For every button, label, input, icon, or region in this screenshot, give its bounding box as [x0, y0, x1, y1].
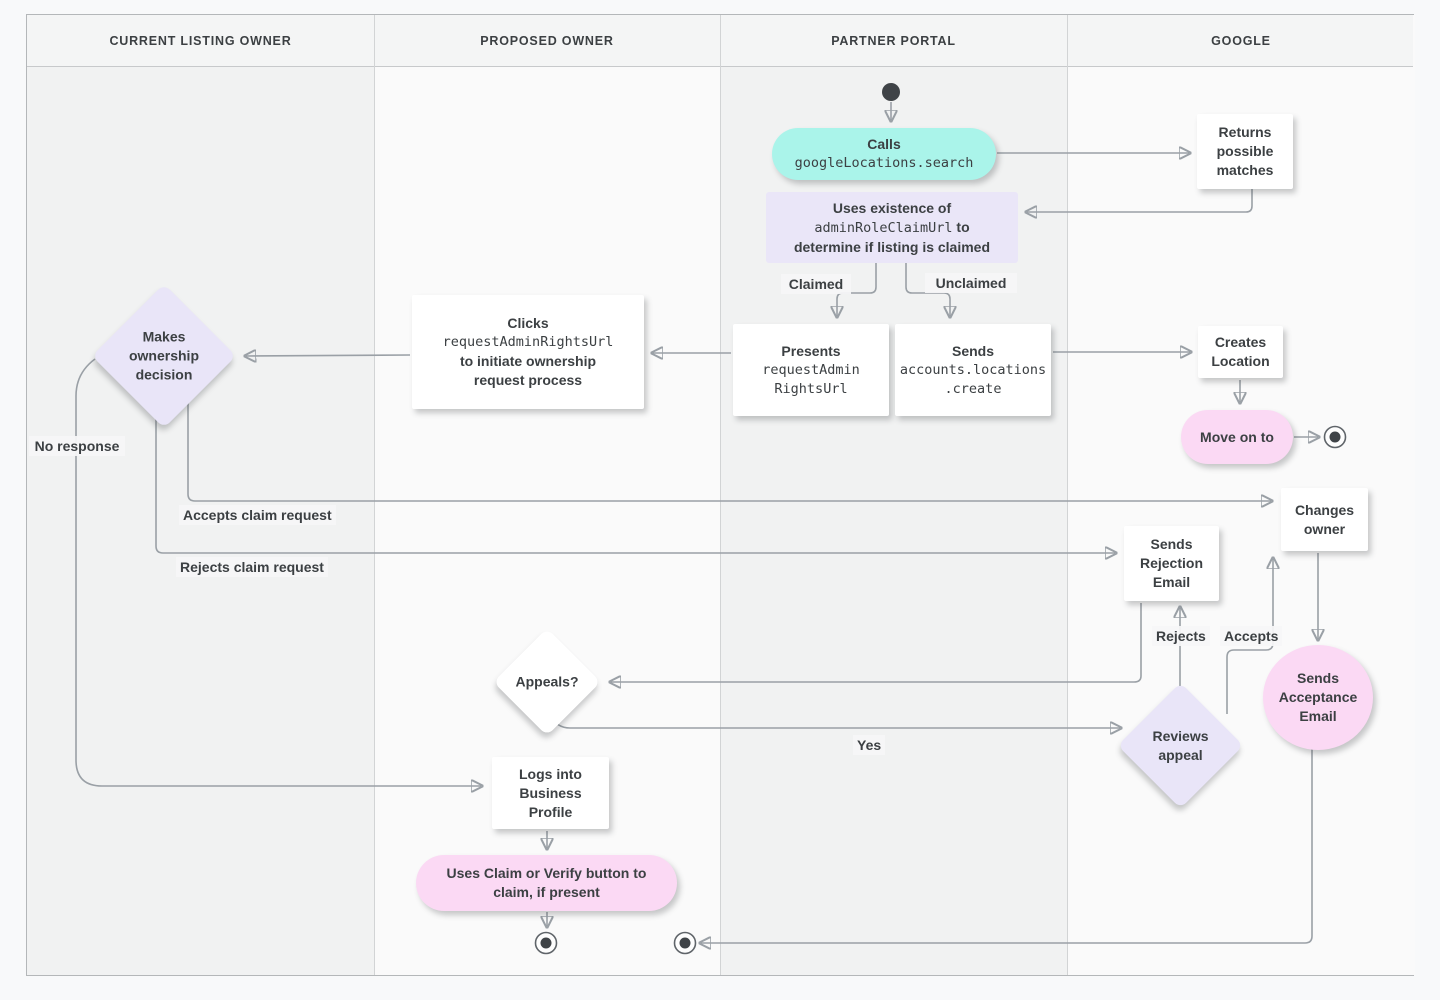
node-reviews-appeal: Reviews appeal: [1117, 682, 1244, 809]
lane-divider: [720, 15, 721, 975]
end-node-claim: [534, 931, 558, 955]
node-title: Clicks: [507, 315, 549, 331]
node-text-line1: Uses existence of: [832, 199, 952, 216]
node-label: Sends Acceptance Email: [1278, 670, 1358, 724]
edge-label-unclaimed: Unclaimed: [925, 273, 1017, 293]
lane-current-listing-owner: [27, 15, 374, 975]
edge-label-yes: Yes: [853, 735, 886, 755]
lane-header-proposed-owner: PROPOSED OWNER: [480, 34, 614, 48]
node-label: Sends Rejection Email: [1139, 536, 1203, 590]
node-title: Sends: [951, 342, 994, 359]
node-label: Move on to: [1200, 428, 1274, 445]
node-code: .create: [944, 380, 1002, 397]
node-label: Makes ownership decision: [128, 328, 199, 383]
node-text: to initiate ownership request process: [459, 353, 597, 388]
edge-label-claimed: Claimed: [781, 274, 851, 294]
node-label: Returns possible matches: [1216, 124, 1274, 178]
node-label: Changes owner: [1294, 501, 1355, 537]
end-node-move-on: [1323, 425, 1347, 449]
edge-label-rejects: Rejects: [1152, 626, 1210, 646]
node-changes-owner: Changes owner: [1281, 488, 1368, 551]
node-uses-claim-or-verify: Uses Claim or Verify button to claim, if…: [416, 855, 677, 911]
edge-label-no-response: No response: [29, 436, 125, 456]
node-uses-existence-adminroleclaimurl: Uses existence of adminRoleClaimUrl to d…: [766, 192, 1018, 263]
node-code: accounts.locations: [899, 361, 1047, 378]
lane-divider: [374, 15, 375, 975]
node-move-on-to: Move on to: [1181, 410, 1293, 464]
edge-label-rejects-claim: Rejects claim request: [176, 557, 328, 577]
edge-label-accepts: Accepts: [1220, 626, 1283, 646]
edge-label-accepts-claim: Accepts claim request: [179, 505, 336, 525]
node-appeals: Appeals?: [493, 628, 601, 736]
start-node: [882, 83, 900, 101]
lane-header-partner-portal: PARTNER PORTAL: [831, 34, 956, 48]
node-calls-googlelocations-search: Calls googleLocations.search: [772, 128, 996, 180]
node-label: Creates Location: [1211, 334, 1270, 369]
node-title: Calls: [867, 136, 901, 152]
node-code: requestAdmin: [762, 361, 860, 378]
node-code: adminRoleClaimUrl: [814, 219, 953, 236]
node-clicks-requestadminrightsurl: Clicks requestAdminRightsUrl to initiate…: [412, 295, 644, 409]
node-label: Reviews appeal: [1152, 727, 1209, 763]
lane-header-current-listing-owner: CURRENT LISTING OWNER: [109, 34, 292, 48]
node-sends-accounts-locations-create: Sends accounts.locations .create: [895, 324, 1051, 416]
node-label: Appeals?: [515, 673, 579, 690]
node-logs-into-business-profile: Logs into Business Profile: [492, 757, 609, 829]
end-node-acceptance: [673, 931, 697, 955]
node-code: googleLocations.search: [794, 155, 974, 171]
node-code: RightsUrl: [774, 380, 848, 397]
node-sends-acceptance-email: Sends Acceptance Email: [1263, 645, 1373, 750]
node-sends-rejection-email: Sends Rejection Email: [1124, 526, 1219, 601]
node-title: Presents: [781, 342, 841, 359]
lane-header-google: GOOGLE: [1211, 34, 1271, 48]
node-makes-ownership-decision: Makes ownership decision: [91, 283, 237, 429]
node-text-line2: adminRoleClaimUrl to: [814, 218, 969, 238]
node-text-line3: determine if listing is claimed: [793, 238, 991, 255]
lane-divider: [1067, 15, 1068, 975]
node-text-suffix: to: [956, 218, 970, 235]
node-presents-requestadminrightsurl: Presents requestAdmin RightsUrl: [733, 324, 889, 416]
node-label: Logs into Business Profile: [519, 765, 582, 820]
node-label: Uses Claim or Verify button to claim, if…: [446, 865, 647, 900]
node-code: requestAdminRightsUrl: [442, 334, 614, 350]
node-creates-location: Creates Location: [1198, 326, 1283, 378]
node-returns-possible-matches: Returns possible matches: [1197, 114, 1293, 189]
